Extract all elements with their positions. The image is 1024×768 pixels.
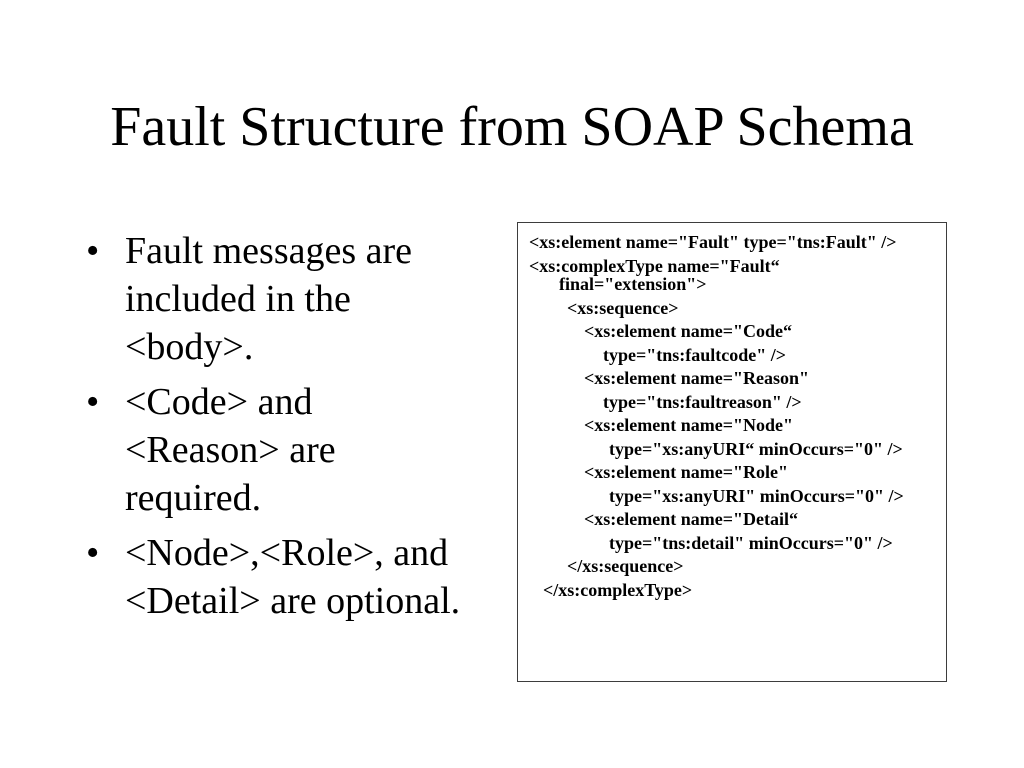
bullet-text: Fault messages are included in the <body…	[125, 227, 526, 371]
code-line: <xs:element name="Detail“	[584, 509, 798, 529]
bullet-line: <Detail> are optional.	[125, 580, 461, 622]
code-line: final="extension">	[559, 274, 707, 294]
bullet-line: required.	[125, 477, 262, 519]
bullet-line: <Node>,<Role>, and	[125, 532, 449, 574]
bullet-text: <Code> and <Reason> are required.	[125, 378, 526, 522]
code-line: <xs:element name="Role"	[584, 462, 788, 482]
bullet-item: • <Code> and <Reason> are required.	[86, 378, 526, 522]
bullet-item: • <Node>,<Role>, and <Detail> are option…	[86, 529, 526, 625]
code-line: <xs:element name="Fault" type="tns:Fault…	[529, 232, 897, 252]
slide-title: Fault Structure from SOAP Schema	[110, 96, 914, 158]
code-line: </xs:sequence>	[567, 556, 684, 576]
code-line: <xs:element name="Code“	[584, 321, 792, 341]
bullet-icon: •	[86, 230, 100, 272]
code-line: <xs:element name="Node"	[584, 415, 793, 435]
bullet-line: <Code> and	[125, 381, 313, 423]
bullet-line: <body>.	[125, 326, 254, 368]
bullet-icon: •	[86, 381, 100, 423]
code-line: type="tns:detail" minOccurs="0" />	[609, 532, 893, 553]
bullet-icon: •	[86, 532, 100, 574]
code-line: type="xs:anyURI“ minOccurs="0" />	[609, 438, 903, 459]
code-line: <xs:sequence>	[567, 297, 679, 318]
bullet-line: Fault messages are	[125, 230, 413, 272]
bullet-list: • Fault messages are included in the <bo…	[86, 227, 526, 632]
code-line: <xs:complexType name="Fault“	[529, 255, 780, 276]
schema-code-box: <xs:element name="Fault" type="tns:Fault…	[517, 222, 947, 682]
bullet-line: included in the	[125, 278, 351, 320]
bullet-text: <Node>,<Role>, and <Detail> are optional…	[125, 529, 526, 625]
code-line: type="tns:faultreason" />	[603, 391, 802, 412]
code-line: type="xs:anyURI" minOccurs="0" />	[609, 485, 904, 506]
bullet-line: <Reason> are	[125, 429, 336, 471]
code-line: <xs:element name="Reason"	[584, 368, 809, 388]
bullet-item: • Fault messages are included in the <bo…	[86, 227, 526, 371]
code-line: </xs:complexType>	[543, 579, 693, 600]
code-line: type="tns:faultcode" />	[603, 344, 786, 365]
